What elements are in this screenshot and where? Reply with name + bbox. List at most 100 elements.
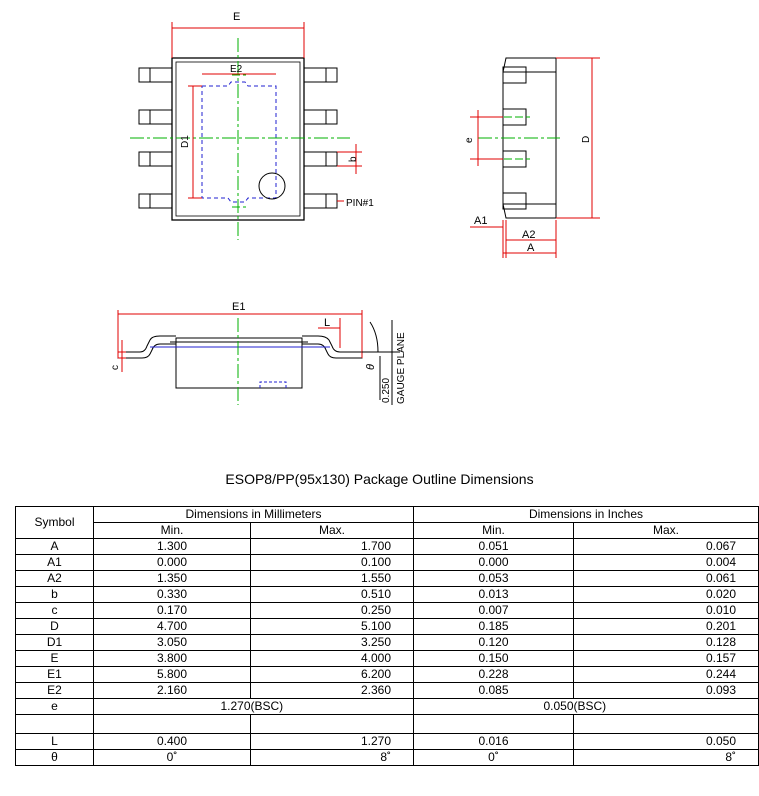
label-gauge-value: 0.250	[381, 378, 392, 403]
exposed-pad	[201, 81, 277, 203]
symbol-cell: b	[15, 586, 94, 603]
label-A1: A1	[474, 215, 487, 227]
symbol-cell: D1	[15, 634, 94, 651]
header-row: Symbol Dimensions in Millimeters Dimensi…	[15, 506, 759, 539]
mm-max-cell: 1.700	[250, 538, 414, 555]
in-max-cell: 0.201	[573, 618, 759, 635]
symbol-cell: E	[15, 650, 94, 667]
in-max-cell: 0.050	[573, 733, 759, 750]
in-min-cell: 0.051	[413, 538, 574, 555]
blank-cell	[250, 714, 414, 734]
table-title: ESOP8/PP(95x130) Package Outline Dimensi…	[225, 471, 534, 487]
mm-max-cell: 2.360	[250, 682, 414, 699]
mm-min-header: Min.	[93, 522, 251, 539]
symbol-cell: θ	[15, 749, 94, 766]
in-min-cell: 0˚	[413, 749, 574, 766]
label-c: c	[110, 365, 121, 370]
mm-min-cell: 0.000	[93, 554, 251, 571]
blank-cell	[413, 714, 574, 734]
symbol-cell: A	[15, 538, 94, 555]
package-outline-drawing: E E2 D1 b PIN#1	[110, 11, 600, 405]
mm-min-cell: 0˚	[93, 749, 251, 766]
in-max-cell: 0.157	[573, 650, 759, 667]
side-view	[470, 57, 600, 258]
blank-cell	[573, 714, 759, 734]
mm-max-cell: 1.270	[250, 733, 414, 750]
mm-min-cell: 0.400	[93, 733, 251, 750]
mm-max-cell: 0.100	[250, 554, 414, 571]
dimensions-table: Symbol Dimensions in Millimeters Dimensi…	[15, 506, 759, 766]
in-min-header: Min.	[413, 522, 574, 539]
in-max-cell: 0.061	[573, 570, 759, 587]
in-min-cell: 0.185	[413, 618, 574, 635]
blank-cell	[93, 714, 251, 734]
label-E1: E1	[232, 301, 245, 313]
label-theta: θ	[365, 364, 377, 370]
in-max-cell: 0.004	[573, 554, 759, 571]
label-D: D	[581, 136, 592, 143]
table-row-blank	[15, 714, 759, 734]
in-max-cell: 0.067	[573, 538, 759, 555]
symbol-cell: E2	[15, 682, 94, 699]
in-min-cell: 0.013	[413, 586, 574, 603]
in-header: Dimensions in Inches	[413, 506, 759, 523]
mm-min-cell: 3.050	[93, 634, 251, 651]
in-max-cell: 8˚	[573, 749, 759, 766]
in-max-cell: 0.128	[573, 634, 759, 651]
mm-min-cell: 5.800	[93, 666, 251, 683]
mm-min-cell: 2.160	[93, 682, 251, 699]
in-max-cell: 0.244	[573, 666, 759, 683]
mm-min-cell: 3.800	[93, 650, 251, 667]
pin1-marker	[258, 172, 286, 200]
in-min-cell: 0.228	[413, 666, 574, 683]
mm-bsc-value: 1.270	[93, 698, 251, 715]
symbol-cell: c	[15, 602, 94, 619]
symbol-cell: A2	[15, 570, 94, 587]
in-min-cell: 0.053	[413, 570, 574, 587]
label-E2: E2	[230, 64, 243, 75]
mm-max-cell: 5.100	[250, 618, 414, 635]
right-leads	[303, 67, 338, 209]
mm-min-cell: 1.300	[93, 538, 251, 555]
in-max-cell: 0.020	[573, 586, 759, 603]
blank-cell	[15, 714, 94, 734]
mm-max-cell: 8˚	[250, 749, 414, 766]
label-D1: D1	[180, 135, 191, 148]
in-min-cell: 0.007	[413, 602, 574, 619]
mm-max-cell: 0.510	[250, 586, 414, 603]
in-max-cell: 0.093	[573, 682, 759, 699]
symbol-cell: A1	[15, 554, 94, 571]
symbol-cell: E1	[15, 666, 94, 683]
label-gauge-plane: GAUGE PLANE	[396, 332, 407, 404]
in-max-cell: 0.010	[573, 602, 759, 619]
in-bsc-label: (BSC)	[573, 698, 759, 715]
mm-header: Dimensions in Millimeters	[93, 506, 414, 523]
mm-min-cell: 4.700	[93, 618, 251, 635]
label-A2: A2	[522, 229, 535, 241]
mm-max-cell: 0.250	[250, 602, 414, 619]
in-min-cell: 0.120	[413, 634, 574, 651]
top-view	[130, 22, 362, 240]
label-b: b	[348, 156, 359, 162]
mm-min-cell: 0.170	[93, 602, 251, 619]
label-e: e	[464, 137, 475, 143]
symbol-header: Symbol	[15, 506, 94, 539]
label-pin1: PIN#1	[346, 198, 374, 209]
mm-max-header: Max.	[250, 522, 414, 539]
left-leads	[138, 67, 173, 209]
symbol-cell: L	[15, 733, 94, 750]
label-A: A	[527, 242, 535, 254]
symbol-cell: e	[15, 698, 94, 715]
mm-max-cell: 1.550	[250, 570, 414, 587]
in-min-cell: 0.000	[413, 554, 574, 571]
